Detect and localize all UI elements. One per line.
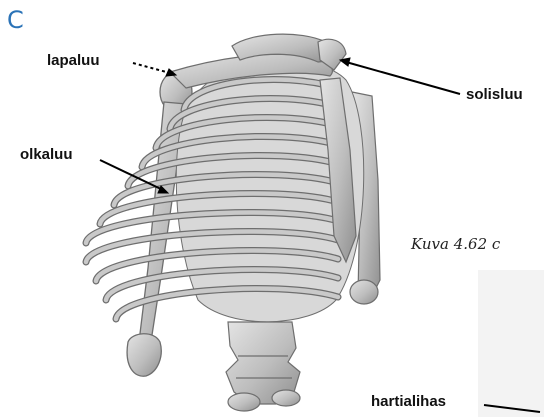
- solisluu-pointer: [346, 62, 460, 94]
- spine: [226, 322, 300, 411]
- label-olkaluu: olkaluu: [20, 146, 73, 163]
- label-hartialihas: hartialihas: [371, 393, 446, 410]
- panel-letter: C: [7, 6, 24, 34]
- figure-caption: Kuva 4.62 c: [411, 235, 500, 253]
- background-shade: [478, 270, 544, 417]
- label-lapaluu: lapaluu: [47, 52, 100, 69]
- label-solisluu: solisluu: [466, 86, 523, 103]
- lapaluu-pointer: [133, 63, 170, 73]
- solisluu-arrowhead: [340, 58, 350, 66]
